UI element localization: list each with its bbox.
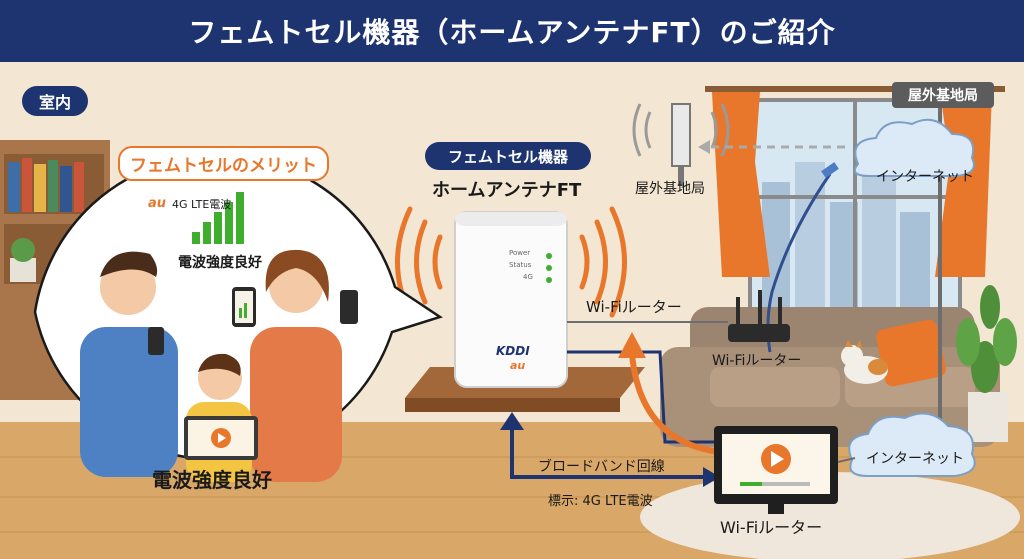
child	[184, 353, 258, 482]
merit-title: フェムトセルのメリット	[118, 146, 329, 181]
navy-arrow	[510, 427, 705, 479]
cat	[841, 340, 888, 384]
device-pill: フェムトセル機器	[425, 142, 591, 170]
curtain-rod	[705, 86, 1005, 92]
internet-bottom-label: インターネット	[866, 451, 964, 467]
outdoor-antenna	[671, 103, 691, 167]
signal-type-label: 4G LTE電波	[172, 198, 232, 211]
wifi-router-bottom-label: Wi-Fiルーター	[720, 518, 823, 537]
father	[80, 251, 178, 477]
cushion	[876, 319, 946, 387]
mother	[232, 249, 358, 482]
indicator-label: 標示: 4G LTE電波	[548, 494, 653, 509]
internet-cloud-bottom	[848, 412, 976, 477]
internet-top-label: インターネット	[876, 169, 974, 185]
monitor	[714, 426, 838, 514]
bubble-bottom-caption: 電波強度良好	[152, 468, 272, 492]
device-name: ホームアンテナFT	[432, 180, 582, 201]
antenna-waves	[632, 103, 730, 157]
wifi-router-couch-label: Wi-Fiルーター	[712, 353, 802, 369]
led-power-label: Power	[509, 249, 531, 257]
led-4g-label: 4G	[523, 273, 533, 281]
wifi-router-mid-label: Wi-Fiルーター	[586, 298, 682, 316]
indoor-badge: 室内	[22, 86, 88, 116]
scene: 室内 屋外基地局 フェムトセルのメリット au 4G LTE電波 電波強度良好 …	[0, 62, 1024, 559]
led-status-label: Status	[509, 261, 532, 269]
signal-bars	[192, 192, 244, 244]
scene-illustration	[0, 62, 1024, 559]
internet-cloud-top	[854, 118, 975, 177]
device-sub-brand: au	[510, 359, 526, 372]
femtocell-device	[454, 211, 568, 388]
signal-caption: 電波強度良好	[178, 255, 262, 271]
orange-arrow	[629, 353, 721, 455]
page-title: フェムトセル機器（ホームアンテナFT）のご紹介	[0, 0, 1024, 62]
broadband-label: ブロードバンド回線	[538, 459, 665, 475]
plant	[956, 285, 1017, 442]
outdoor-station-label: 屋外基地局	[635, 181, 705, 197]
outdoor-badge: 屋外基地局	[892, 82, 994, 108]
device-brand: KDDI	[496, 344, 530, 358]
couch-router	[728, 290, 790, 342]
carrier-logo: au	[148, 196, 167, 211]
